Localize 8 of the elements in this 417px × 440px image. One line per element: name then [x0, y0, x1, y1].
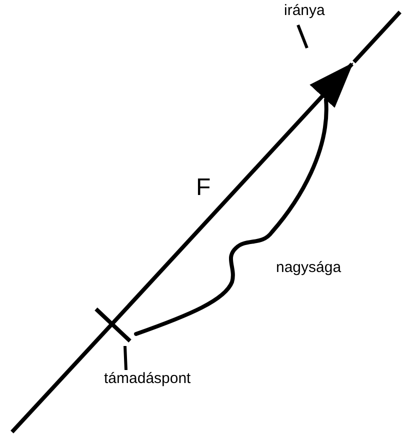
- magnitude-label: nagysága: [276, 258, 342, 277]
- leader-line: [124, 346, 128, 370]
- leader-line: [296, 24, 308, 49]
- node-label: iránya: [284, 2, 325, 20]
- application-point-mark: [94, 308, 132, 342]
- force-vector-arrow: [110, 62, 354, 326]
- force-symbol: F: [196, 174, 211, 202]
- node-label: támadáspont: [104, 370, 191, 388]
